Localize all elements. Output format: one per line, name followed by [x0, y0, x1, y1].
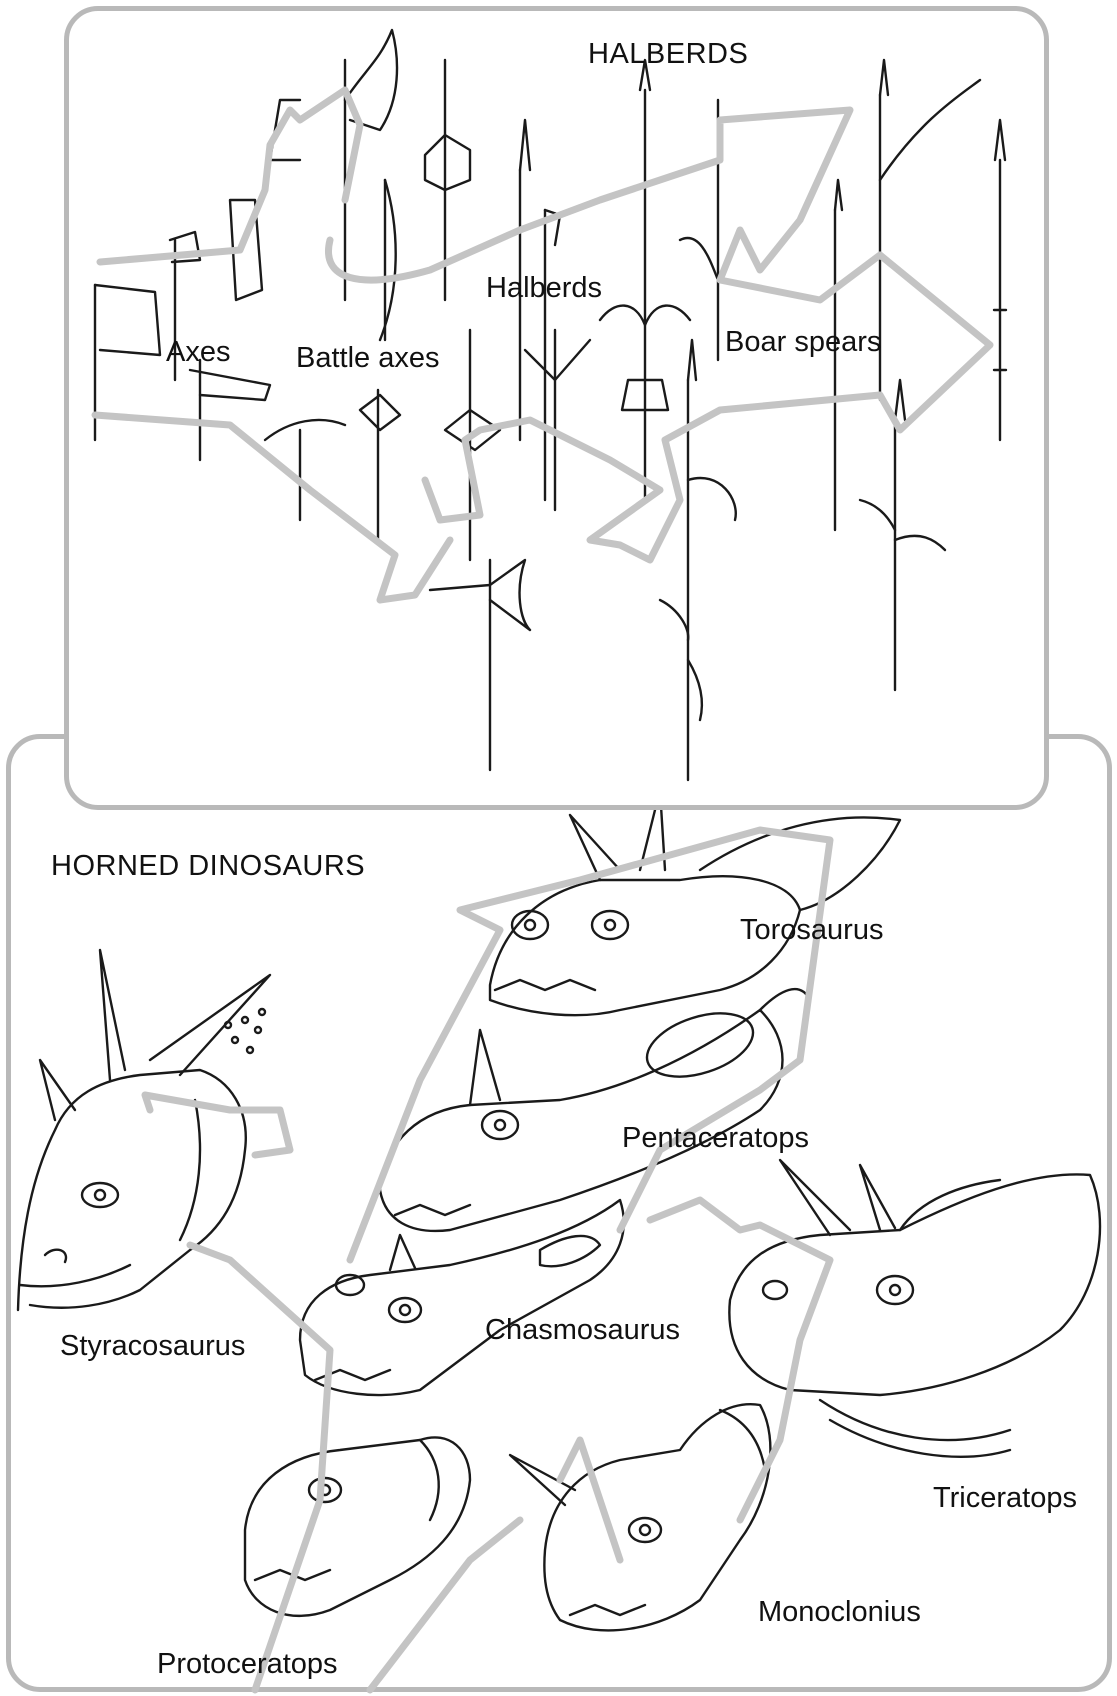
label-halberds: Halberds	[486, 272, 603, 304]
label-monoclonius: Monoclonius	[758, 1596, 921, 1628]
dinosaur-flow-arrows	[141, 826, 834, 1694]
label-styracosaurus: Styracosaurus	[60, 1330, 246, 1362]
styracosaurus-head	[16, 948, 272, 1312]
central-halberd	[428, 558, 532, 772]
label-axes: Axes	[166, 336, 231, 368]
label-battle-axes: Battle axes	[296, 342, 440, 374]
horned-dinosaurs-title: HORNED DINOSAURS	[51, 850, 366, 882]
boar-spears-weapons	[833, 58, 1008, 692]
label-chasmosaurus: Chasmosaurus	[485, 1314, 681, 1346]
label-triceratops: Triceratops	[933, 1482, 1077, 1514]
label-protoceratops: Protoceratops	[157, 1648, 338, 1680]
halberds-title: HALBERDS	[588, 38, 749, 70]
label-pentaceratops: Pentaceratops	[622, 1122, 810, 1154]
pentaceratops-head	[378, 988, 812, 1233]
halberds-weapons	[518, 58, 737, 782]
battle-axes-weapons	[268, 28, 502, 562]
label-boar-spears: Boar spears	[725, 326, 882, 358]
label-torosaurus: Torosaurus	[740, 914, 884, 946]
halberd-flow-arrows	[91, 86, 994, 604]
